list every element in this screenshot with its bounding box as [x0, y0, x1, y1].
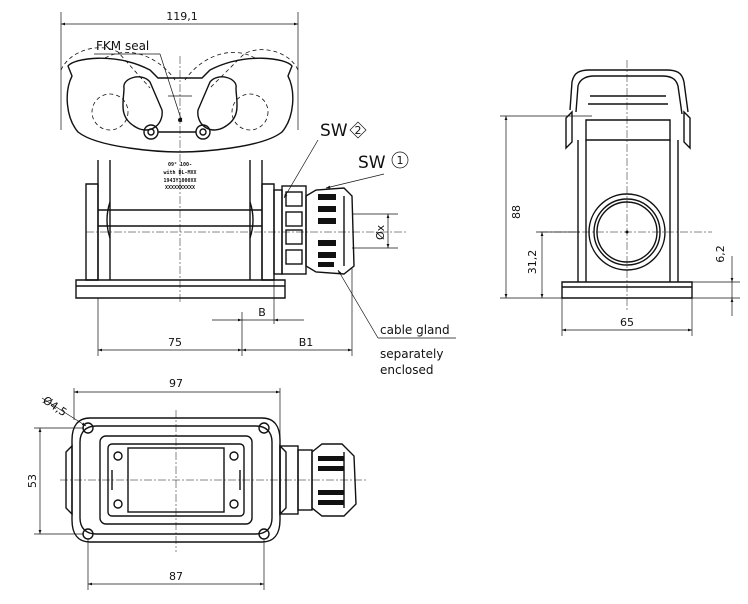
dim-text-119-1: 119,1: [166, 10, 198, 23]
top-housing-outline: [71, 417, 281, 543]
dim-text-87: 87: [169, 570, 183, 583]
locking-lever-outline: [60, 47, 299, 131]
side-hood: [569, 69, 689, 113]
cable-gland-leader: [337, 269, 379, 339]
hood-screw-right: [195, 124, 211, 140]
base-plate: [75, 279, 286, 299]
dim-text-b1: B1: [299, 336, 314, 349]
side-view: 88 31,2 6,2 65: [500, 60, 740, 336]
dim-text-b: B: [258, 306, 266, 319]
fkm-seal-leader: [159, 53, 183, 123]
dim-text-6-2: 6,2: [714, 245, 727, 263]
hood-top: [66, 57, 294, 153]
hole-diameter-leader: [41, 397, 87, 427]
dim-text-75: 75: [168, 336, 182, 349]
cable-gland-side: [273, 185, 355, 275]
sw2-marker: 2: [355, 124, 362, 137]
sw1-marker: 1: [397, 154, 404, 167]
sw2-label: SW: [320, 121, 348, 141]
sw1-leader: [325, 173, 385, 189]
front-view: 119,1 FKM seal: [60, 10, 456, 377]
dim-text-65: 65: [620, 316, 634, 329]
cable-gland-top: [279, 443, 357, 517]
dim-text-97: 97: [169, 377, 183, 390]
sw1-label: SW: [358, 153, 386, 173]
side-body: [577, 140, 679, 282]
dim-text-31-2: 31,2: [526, 250, 539, 275]
mounting-hole-tr: [258, 422, 270, 434]
enclosed-label: enclosed: [380, 363, 434, 377]
hood-screw-left: [143, 124, 159, 140]
separately-label: separately: [380, 347, 443, 361]
cable-gland-label: cable gland: [380, 323, 450, 337]
plate-line-3: 1943Y1000XX: [163, 178, 196, 184]
fkm-seal-label: FKM seal: [96, 39, 149, 53]
dim-text-88: 88: [510, 205, 523, 219]
mounting-hole-br: [258, 528, 270, 540]
sw2-leader: [283, 139, 319, 199]
cable-diameter-label: Øx: [374, 224, 387, 240]
top-view: 97 Ø4,5 53 87: [26, 377, 366, 590]
hole-diameter-label: Ø4,5: [40, 394, 69, 419]
dim-text-53: 53: [26, 474, 39, 488]
